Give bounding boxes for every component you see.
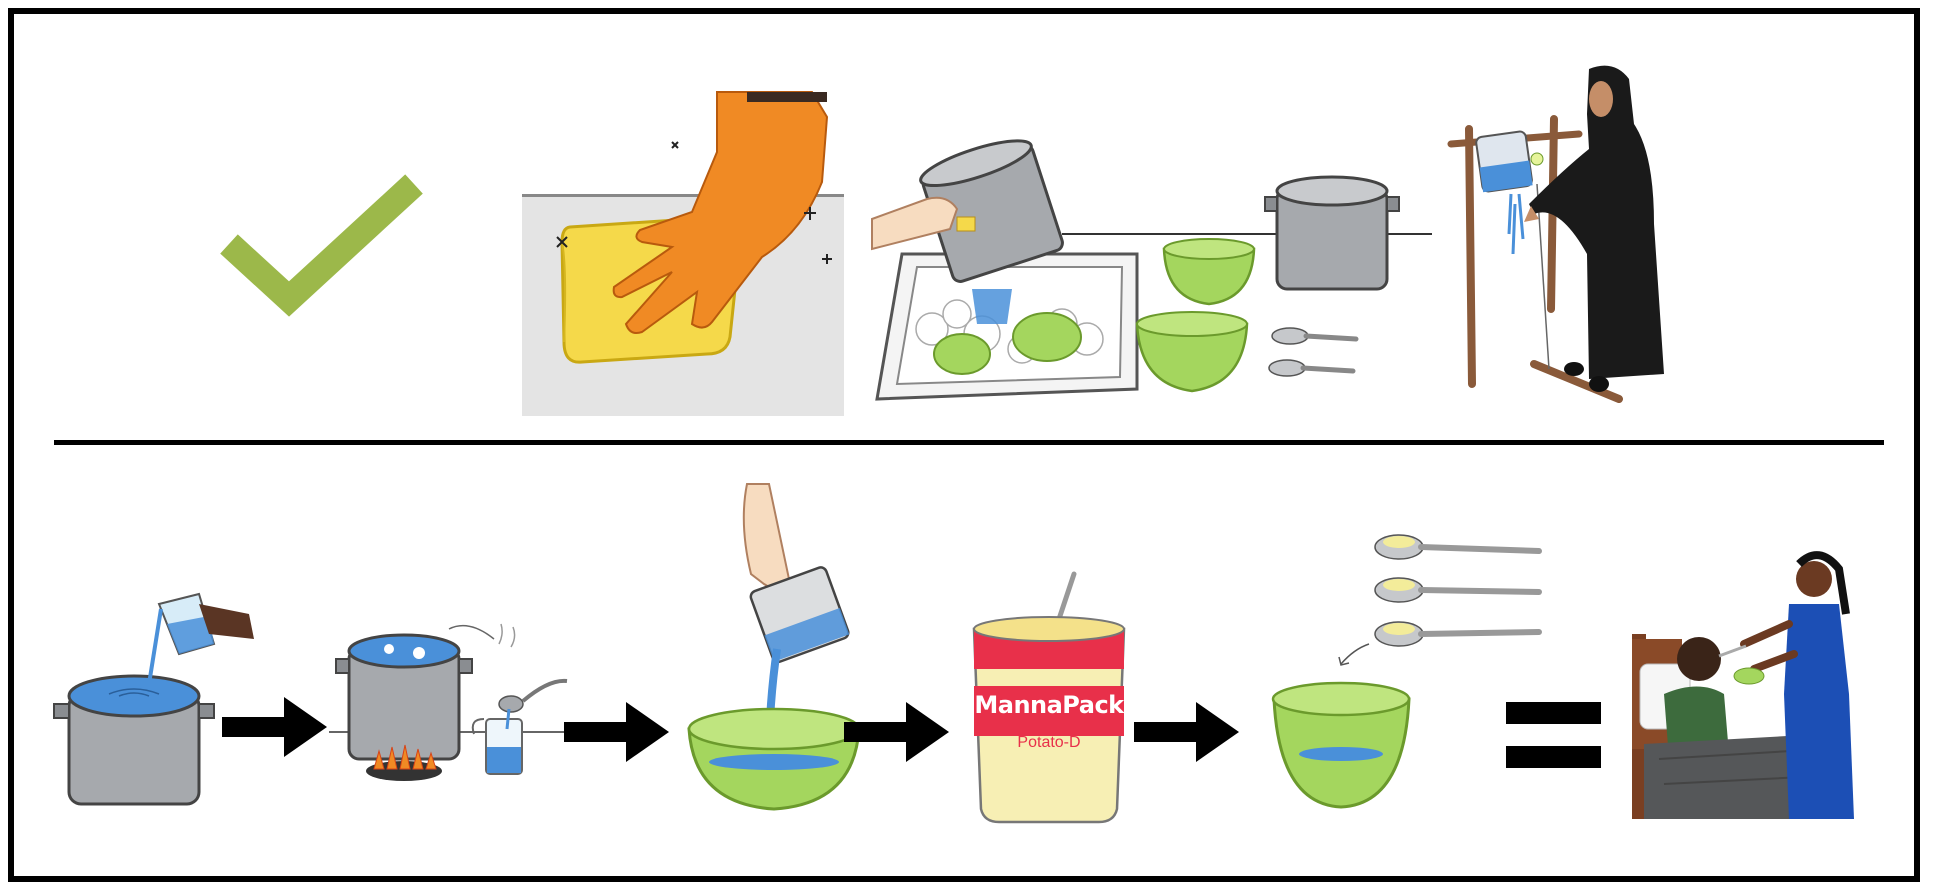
arrow-right-icon [844, 702, 954, 762]
instruction-panel: MannaPack Potato-D [8, 8, 1920, 882]
arrow-right-icon [222, 697, 332, 757]
clean-surface-illustration [522, 92, 844, 418]
feed-patient-illustration [1624, 544, 1894, 824]
arrow-right-icon [1134, 702, 1244, 762]
add-three-scoops-illustration [1259, 529, 1549, 819]
arrow-right-icon [564, 702, 674, 762]
mannapack-package-illustration: MannaPack Potato-D [969, 574, 1129, 824]
package-flavor-label: Potato-D [971, 734, 1127, 752]
boil-water-illustration [329, 619, 579, 789]
pour-water-into-bowl-illustration [669, 484, 899, 814]
row-divider [54, 440, 1884, 445]
check-mark-icon [219, 164, 429, 324]
package-brand-label: MannaPack [971, 691, 1127, 719]
tippy-tap-handwash-illustration [1439, 54, 1689, 414]
equals-icon [1506, 700, 1606, 770]
wash-dishes-illustration [872, 139, 1432, 414]
